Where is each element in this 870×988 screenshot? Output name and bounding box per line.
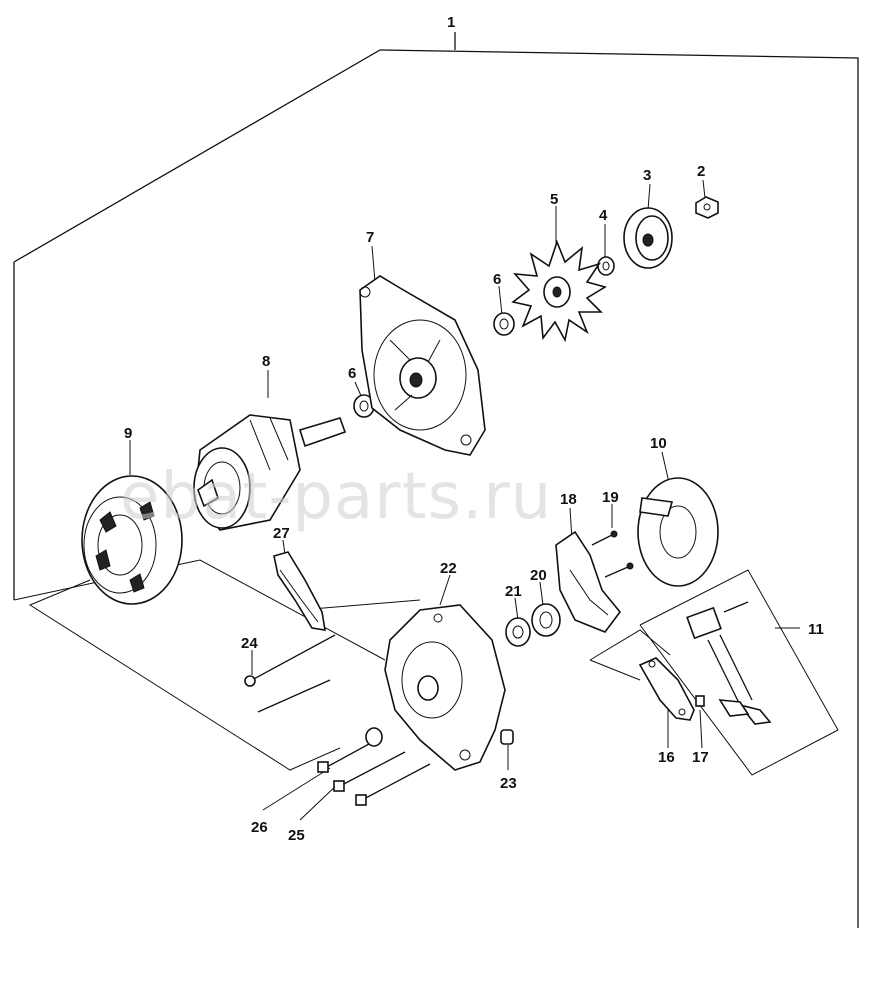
through-bolt-part bbox=[244, 634, 336, 713]
callout-2: 2 bbox=[697, 163, 705, 180]
front-housing-part bbox=[359, 275, 486, 456]
stator-part bbox=[81, 475, 183, 605]
callout-17: 17 bbox=[692, 749, 709, 766]
callout-labels: 1 2 3 4 5 6 6 7 8 9 10 11 16 17 18 19 20… bbox=[124, 14, 824, 844]
callout-11: 11 bbox=[808, 621, 824, 638]
callout-22: 22 bbox=[440, 560, 457, 577]
bearing-front-part bbox=[493, 312, 515, 336]
callout-23: 23 bbox=[500, 775, 517, 792]
callout-8: 8 bbox=[262, 353, 270, 370]
callout-26: 26 bbox=[251, 819, 268, 836]
regulator-bracket-part bbox=[638, 657, 705, 721]
screw-part bbox=[591, 530, 634, 578]
rear-bushing-part bbox=[500, 729, 514, 745]
rectifier-part bbox=[555, 530, 622, 633]
callout-6-front: 6 bbox=[493, 271, 501, 288]
callout-4: 4 bbox=[599, 207, 608, 224]
callout-19: 19 bbox=[602, 489, 619, 506]
brush-holder-part bbox=[686, 601, 772, 725]
brush-cover-part bbox=[273, 551, 326, 631]
terminal-bolt-part bbox=[317, 727, 431, 806]
callout-5: 5 bbox=[550, 191, 558, 208]
spacer-part bbox=[597, 256, 615, 276]
callout-16: 16 bbox=[658, 749, 675, 766]
callout-18: 18 bbox=[560, 491, 577, 508]
rear-bearing-part bbox=[531, 603, 561, 637]
callout-20: 20 bbox=[530, 567, 547, 584]
fan-part bbox=[511, 239, 607, 343]
bearing-cover-part bbox=[505, 617, 531, 647]
callout-7: 7 bbox=[366, 229, 374, 246]
rear-housing-part bbox=[384, 604, 506, 771]
callout-27: 27 bbox=[273, 525, 290, 542]
pulley-part bbox=[623, 207, 673, 269]
rotor-part bbox=[193, 414, 347, 531]
callout-24: 24 bbox=[241, 635, 258, 652]
callout-6-rear: 6 bbox=[348, 365, 356, 382]
insulator-plate-part bbox=[637, 477, 719, 587]
callout-1: 1 bbox=[447, 14, 455, 31]
nut-part bbox=[695, 196, 719, 219]
assembly-outline bbox=[13, 32, 859, 928]
callout-9: 9 bbox=[124, 425, 132, 442]
callout-3: 3 bbox=[643, 167, 651, 184]
watermark-text: ebat-parts.ru bbox=[120, 460, 552, 534]
callout-21: 21 bbox=[505, 583, 522, 600]
callout-25: 25 bbox=[288, 827, 305, 844]
callout-10: 10 bbox=[650, 435, 667, 452]
